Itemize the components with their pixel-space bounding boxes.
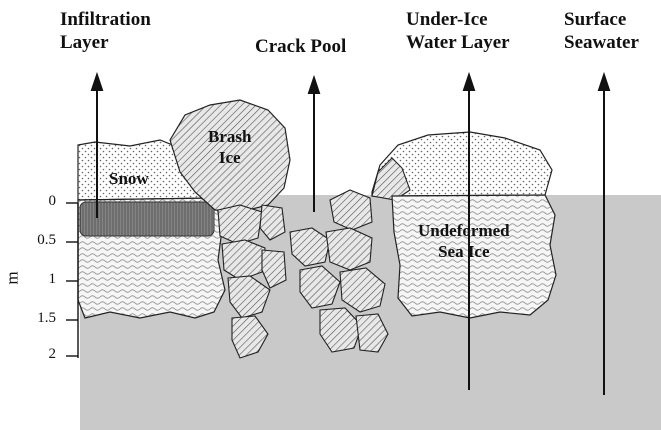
label-brash-line2: Ice bbox=[208, 147, 251, 168]
label-brash-ice: Brash Ice bbox=[208, 126, 251, 168]
label-crack-pool: Crack Pool bbox=[255, 35, 346, 58]
depth-tick-0-5: 0.5 bbox=[16, 232, 56, 249]
depth-tick-2: 2 bbox=[16, 346, 56, 363]
label-under-ice-water-layer: Under-Ice Water Layer bbox=[406, 8, 510, 54]
label-surface-line2: Seawater bbox=[564, 31, 639, 54]
label-undeformed-sea-ice: Undeformed Sea Ice bbox=[418, 220, 510, 262]
label-surface-seawater: Surface Seawater bbox=[564, 8, 639, 54]
label-infiltration-line1: Infiltration bbox=[60, 8, 151, 31]
label-under-ice-line2: Water Layer bbox=[406, 31, 510, 54]
label-brash-line1: Brash bbox=[208, 126, 251, 147]
label-undeformed-line2: Sea Ice bbox=[418, 241, 510, 262]
depth-axis-unit: m bbox=[3, 271, 23, 284]
seawater-left-band bbox=[60, 205, 80, 430]
depth-tick-0: 0 bbox=[16, 193, 56, 210]
label-infiltration-line2: Layer bbox=[60, 31, 151, 54]
label-under-ice-line1: Under-Ice bbox=[406, 8, 510, 31]
depth-tick-1-5: 1.5 bbox=[16, 310, 56, 327]
label-surface-line1: Surface bbox=[564, 8, 639, 31]
label-snow: Snow bbox=[109, 168, 149, 189]
label-undeformed-line1: Undeformed bbox=[418, 220, 510, 241]
label-infiltration-layer: Infiltration Layer bbox=[60, 8, 151, 54]
infiltration-band bbox=[80, 202, 214, 236]
